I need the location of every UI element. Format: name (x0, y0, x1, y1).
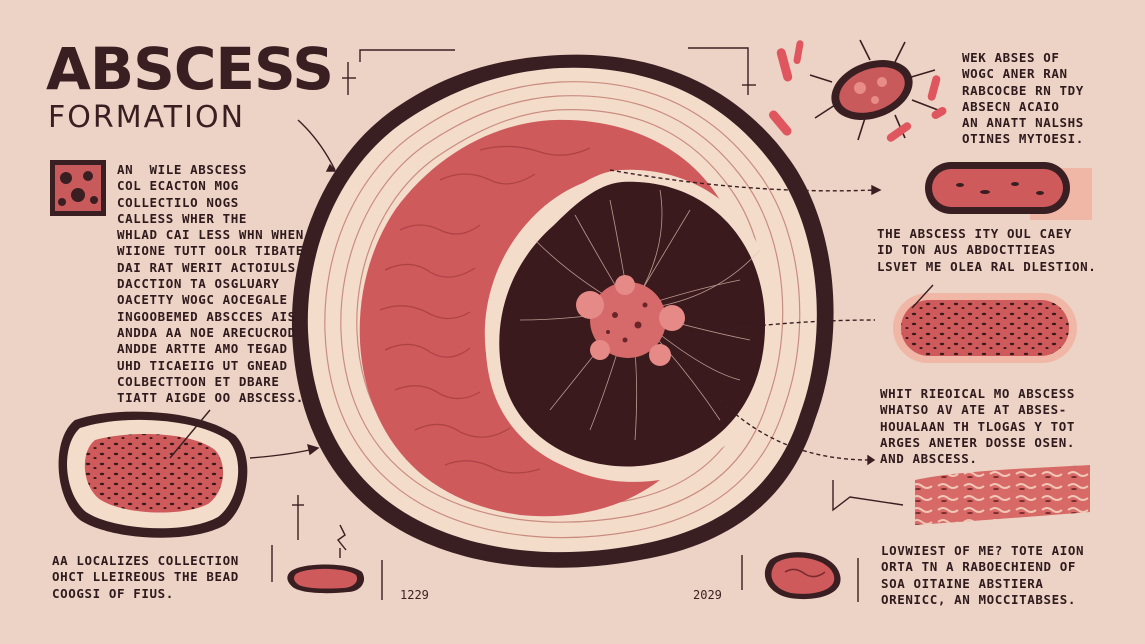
specimen-pill-2 (893, 293, 1077, 363)
left-paragraph-line: UHD TICAEIIG UT GNEAD (117, 357, 288, 373)
mid-right-text-1-line: LSVET ME OLEA RAL DLESTION. (877, 258, 1097, 274)
mid-right-text-1-line: THE ABSCESS ITY OUL CAEY (877, 226, 1073, 241)
specimen-pill-1 (925, 162, 1092, 220)
left-paragraph-line: DACCTION TA OSGLUARY (117, 276, 280, 292)
left-paragraph-line: CALLESS WHER THE (117, 210, 248, 226)
microbe-illustration (769, 39, 947, 142)
left-paragraph-line: OACETTY WOGC AOCEGALE (117, 292, 288, 308)
tissue-sample-icon (50, 160, 106, 216)
mid-right-text-2-line: HOUALAAN TH TLOGAS Y TOT (880, 418, 1076, 434)
top-right-text-line: OTINES MYTOESI. (962, 131, 1084, 147)
left-paragraph-line: WIIONE TUTT OOLR TIBATE (117, 243, 304, 259)
bottom-left-caption-line: OHCT LLEIREOUS THE BEAD (52, 569, 239, 585)
top-right-text-line: RABCOCBE RN TDY (962, 82, 1084, 98)
left-paragraph-line: ANDDA AA NOE ARECUCROD (117, 324, 296, 340)
top-right-text-line: WOGC ANER RAN (962, 66, 1068, 82)
left-paragraph-line: TIATT AIGDE OO ABSCESS. (117, 390, 304, 406)
year-left: 1229 (400, 588, 429, 602)
mid-right-text-2-line: WHIT RIEOICAL MO ABSCESS (880, 386, 1076, 401)
left-paragraph-line: DAI RAT WERIT ACTOIULS (117, 259, 296, 275)
left-paragraph-line: COLBECTTOON ET DBARE (117, 373, 280, 389)
inflamed-tissue (359, 119, 720, 517)
abscess-cross-section (291, 54, 834, 568)
left-paragraph-line: AN WILE ABSCESS (117, 162, 248, 177)
mid-right-text-2-line: ARGES ANETER DOSSE OSEN. (880, 434, 1076, 450)
bottom-right-text-line: ORTA TN A RABOECHIEND OF (881, 559, 1077, 575)
top-right-text-line: ABSECN ACAIO (962, 98, 1060, 114)
left-paragraph-line: WHLAD CAI LESS WHN WHEN (117, 227, 304, 243)
specimen-pill-3 (915, 465, 1090, 525)
mid-right-text-2-line: AND ABSCESS. (880, 451, 978, 467)
pus-core (576, 275, 685, 366)
bottom-left-caption-line: AA LOCALIZES COLLECTION (52, 553, 239, 568)
diagram-title: ABSCESS (46, 35, 334, 103)
mid-right-text-1-line: ID TON AUS ABDOCTTIEAS (877, 242, 1056, 258)
bottom-right-text-line: SOA OITAINE ABSTIERA (881, 575, 1044, 591)
tissue-texture (379, 145, 591, 474)
left-paragraph-line: INGOOBEMED ABSCCES AIS (117, 308, 296, 324)
bottom-right-text-line: ORENICC, AN MOCCITABSES. (881, 591, 1077, 607)
top-right-text-line: WEK ABSES OF (962, 50, 1060, 65)
mid-right-text-2-line: WHATSO AV ATE AT ABSES- (880, 402, 1067, 418)
tissue-slice-left (58, 411, 248, 538)
left-paragraph-line: ANDDE ARTTE AMO TEGAD (117, 341, 288, 357)
leader-lines (169, 47, 934, 602)
bottom-left-caption-line: COOGSI OF FIUS. (52, 585, 174, 601)
top-right-text-line: AN ANATT NALSHS (962, 115, 1084, 131)
bottom-right-text-line: LOVWIEST OF ME? TOTE AION (881, 543, 1085, 558)
small-tissue-left (287, 564, 365, 594)
left-paragraph-line: COL ECACTON MOG (117, 178, 239, 194)
diagram-subtitle: FORMATION (48, 100, 246, 135)
year-right: 2029 (693, 588, 722, 602)
small-tissue-right (764, 552, 841, 600)
left-paragraph-line: COLLECTILO NOGS (117, 194, 239, 210)
